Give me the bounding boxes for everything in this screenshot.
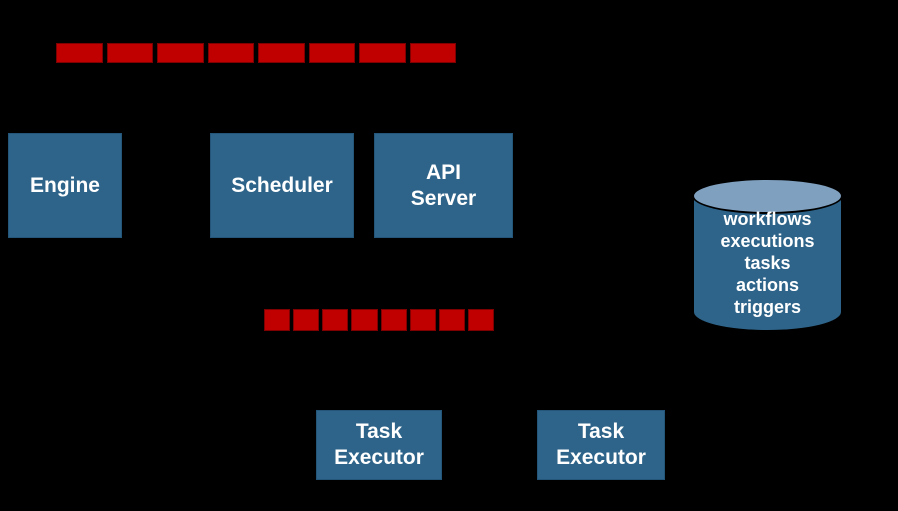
queue-segment-icon bbox=[308, 43, 355, 63]
datastore-cylinder: workflows executions tasks actions trigg… bbox=[692, 178, 843, 332]
task-executor-1-label-line1: Task bbox=[355, 420, 403, 443]
queue-segment-icon bbox=[56, 43, 103, 63]
queue-segment-icon bbox=[409, 309, 436, 331]
api-server-node: API Server bbox=[374, 133, 513, 238]
queue-segment-icon bbox=[380, 309, 407, 331]
queue-segment-icon bbox=[157, 43, 204, 63]
task-executor-1-label-line2: Executor bbox=[334, 446, 424, 469]
task-executor-2-label-line1: Task bbox=[577, 420, 625, 443]
datastore-item: triggers bbox=[733, 297, 802, 317]
queue-segment-icon bbox=[293, 309, 320, 331]
task-executor-node-2: Task Executor bbox=[537, 410, 665, 480]
datastore-item: executions bbox=[720, 231, 815, 251]
queue-segment-icon bbox=[351, 309, 378, 331]
engine-label: Engine bbox=[29, 173, 100, 197]
message-queue-top bbox=[56, 43, 456, 63]
api-server-label-line2: Server bbox=[410, 186, 477, 210]
datastore-cylinder-top-ellipse bbox=[692, 178, 843, 214]
queue-segment-icon bbox=[106, 43, 153, 63]
datastore-cylinder-body bbox=[692, 195, 843, 332]
queue-segment-icon bbox=[264, 309, 291, 331]
queue-segment-icon bbox=[258, 43, 305, 63]
queue-segment-icon bbox=[467, 309, 494, 331]
scheduler-label: Scheduler bbox=[231, 173, 333, 197]
scheduler-node: Scheduler bbox=[210, 133, 354, 238]
task-executor-node-1: Task Executor bbox=[316, 410, 442, 480]
datastore-item: workflows bbox=[723, 209, 812, 229]
message-queue-middle bbox=[264, 309, 494, 331]
api-server-label-line1: API bbox=[425, 160, 461, 184]
queue-segment-icon bbox=[359, 43, 406, 63]
queue-segment-icon bbox=[438, 309, 465, 331]
datastore-item: actions bbox=[735, 275, 800, 295]
datastore-item-list: workflows executions tasks actions trigg… bbox=[692, 208, 843, 318]
queue-segment-icon bbox=[207, 43, 254, 63]
engine-node: Engine bbox=[8, 133, 122, 238]
task-executor-2-label-line2: Executor bbox=[556, 446, 646, 469]
queue-segment-icon bbox=[322, 309, 349, 331]
queue-segment-icon bbox=[409, 43, 456, 63]
datastore-item: tasks bbox=[744, 253, 791, 273]
